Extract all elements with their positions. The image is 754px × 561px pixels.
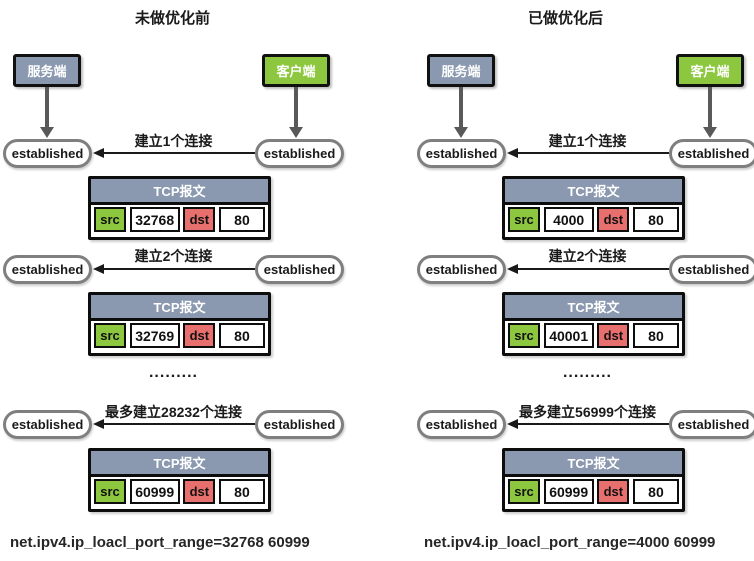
dst-port-cell: 80 (218, 207, 265, 232)
established-badge: established (417, 255, 506, 284)
server-down-arrow (40, 87, 54, 138)
server-node: 服务端 (13, 54, 81, 87)
dst-label-cell: dst (597, 479, 630, 504)
dst-port-cell: 80 (632, 207, 679, 232)
dst-port-cell: 80 (632, 323, 679, 348)
tcp-packet-table: TCP报文 src 40001 dst 80 (502, 292, 685, 356)
dst-port-cell: 80 (218, 323, 265, 348)
client-down-arrow (703, 87, 717, 138)
client-down-arrow (289, 87, 303, 138)
established-badge: established (255, 255, 344, 284)
src-label-cell: src (94, 479, 126, 504)
src-port-cell: 32769 (129, 323, 180, 348)
connection-label: 最多建立56999个连接 (519, 404, 656, 420)
tcp-table-header: TCP报文 (505, 451, 682, 477)
dst-label-cell: dst (597, 207, 630, 232)
established-badge: established (417, 139, 506, 168)
src-label-cell: src (508, 323, 540, 348)
established-badge: established (669, 139, 754, 168)
established-badge: established (3, 410, 92, 439)
connection-arrow (92, 263, 255, 275)
connection-label: 建立1个连接 (548, 133, 627, 149)
tcp-table-row: src 4000 dst 80 (505, 205, 682, 234)
tcp-packet-table: TCP报文 src 60999 dst 80 (502, 448, 685, 512)
connection-arrow (506, 147, 669, 159)
tcp-packet-table: TCP报文 src 60999 dst 80 (88, 448, 271, 512)
src-label-cell: src (94, 207, 126, 232)
connection-label: 建立1个连接 (134, 133, 213, 149)
connection-arrow (506, 418, 669, 430)
panel-after-optimization: 已做优化后 服务端 客户端 established established 建立… (377, 0, 754, 561)
tcp-table-row: src 60999 dst 80 (505, 477, 682, 506)
src-label-cell: src (94, 323, 126, 348)
tcp-table-row: src 40001 dst 80 (505, 321, 682, 350)
src-port-cell: 32768 (129, 207, 180, 232)
dst-label-cell: dst (183, 323, 216, 348)
established-badge: established (3, 255, 92, 284)
connection-arrow (506, 263, 669, 275)
dst-port-cell: 80 (218, 479, 265, 504)
dst-port-cell: 80 (632, 479, 679, 504)
dst-label-cell: dst (183, 479, 216, 504)
connection-label: 建立2个连接 (134, 248, 213, 264)
tcp-table-header: TCP报文 (91, 295, 268, 321)
tcp-packet-table: TCP报文 src 32768 dst 80 (88, 176, 271, 240)
connection-label: 最多建立28232个连接 (105, 404, 242, 420)
established-badge: established (3, 139, 92, 168)
dst-label-cell: dst (183, 207, 216, 232)
tcp-packet-table: TCP报文 src 32769 dst 80 (88, 292, 271, 356)
tcp-table-row: src 32768 dst 80 (91, 205, 268, 234)
connection-label: 建立2个连接 (548, 248, 627, 264)
dst-label-cell: dst (597, 323, 630, 348)
server-node: 服务端 (427, 54, 495, 87)
src-port-cell: 4000 (543, 207, 594, 232)
tcp-table-row: src 32769 dst 80 (91, 321, 268, 350)
ellipsis-dots: ......... (148, 364, 198, 381)
ellipsis-dots: ......... (562, 364, 612, 381)
tcp-table-header: TCP报文 (91, 179, 268, 205)
client-node: 客户端 (676, 54, 744, 87)
src-port-cell: 40001 (543, 323, 594, 348)
sysctl-setting-text: net.ipv4.ip_loacl_port_range=32768 60999 (10, 534, 310, 551)
tcp-table-header: TCP报文 (505, 179, 682, 205)
established-badge: established (255, 410, 344, 439)
established-badge: established (417, 410, 506, 439)
tcp-packet-table: TCP报文 src 4000 dst 80 (502, 176, 685, 240)
client-node: 客户端 (262, 54, 330, 87)
sysctl-setting-text: net.ipv4.ip_loacl_port_range=4000 60999 (424, 534, 716, 551)
established-badge: established (669, 255, 754, 284)
src-port-cell: 60999 (543, 479, 594, 504)
src-port-cell: 60999 (129, 479, 180, 504)
panel-before-optimization: 未做优化前 服务端 客户端 established established 建立… (3, 10, 344, 551)
connection-arrow (92, 418, 255, 430)
connection-arrow (92, 147, 255, 159)
tcp-table-header: TCP报文 (91, 451, 268, 477)
established-badge: established (255, 139, 344, 168)
panel-title: 未做优化前 (134, 10, 210, 27)
src-label-cell: src (508, 207, 540, 232)
server-down-arrow (454, 87, 468, 138)
tcp-table-header: TCP报文 (505, 295, 682, 321)
established-badge: established (669, 410, 754, 439)
tcp-table-row: src 60999 dst 80 (91, 477, 268, 506)
src-label-cell: src (508, 479, 540, 504)
panel-title: 已做优化后 (527, 10, 603, 27)
